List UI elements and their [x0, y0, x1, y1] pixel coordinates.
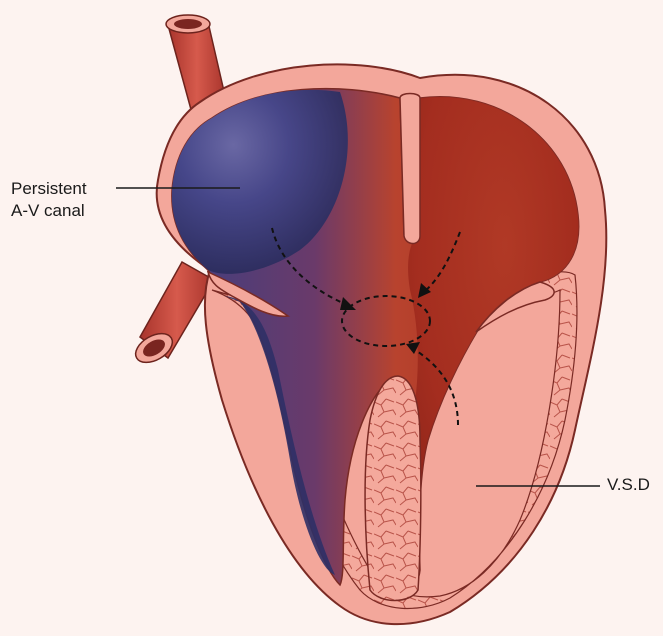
av-canal-label: Persistent A-V canal — [11, 178, 87, 222]
vsd-label: V.S.D — [607, 474, 650, 496]
av-canal-label-line2: A-V canal — [11, 200, 87, 222]
ventricular-septum — [365, 376, 421, 601]
inferior-vena-cava — [131, 262, 214, 368]
atrial-septum — [400, 94, 420, 244]
av-canal-label-line1: Persistent — [11, 178, 87, 200]
